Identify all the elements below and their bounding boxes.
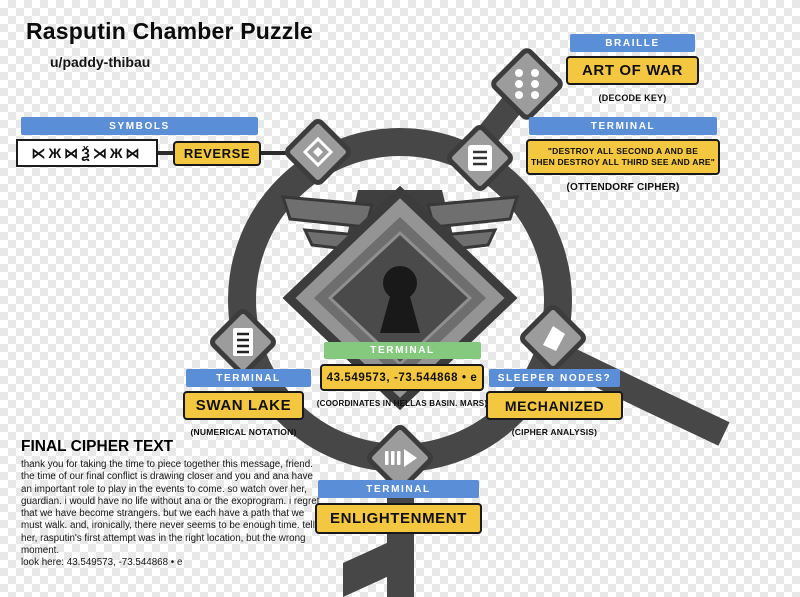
enlightenment-header-bar: TERMINAL <box>318 480 479 498</box>
rune-icon <box>302 136 334 168</box>
ottendorf-line2: THEN DESTROY ALL THIRD SEE AND ARE" <box>530 157 716 167</box>
symbols-header-bar: SYMBOLS <box>21 117 258 135</box>
bottom-arm-foot <box>343 542 389 597</box>
ottendorf-value-box: "DESTROY ALL SECOND A AND BE THEN DESTRO… <box>526 139 720 175</box>
symbols-node <box>285 119 351 185</box>
final-cipher-text: thank you for taking the time to piece t… <box>21 459 326 570</box>
right-arm <box>534 334 730 446</box>
ottendorf-caption: (OTTENDORF CIPHER) <box>566 182 680 193</box>
swan-lake-node <box>210 309 276 375</box>
mechanized-node <box>520 305 586 371</box>
ottendorf-line1: "DESTROY ALL SECOND A AND BE <box>547 145 699 156</box>
braille-dots-icon <box>515 69 539 99</box>
page-subtitle: u/paddy-thibau <box>50 54 151 70</box>
final-cipher-heading: FINAL CIPHER TEXT <box>21 438 174 455</box>
terminal-card-icon <box>468 145 492 171</box>
ottendorf-node <box>447 125 513 191</box>
page-title: Rasputin Chamber Puzzle <box>26 18 314 44</box>
braille-value-box: ART OF WAR <box>566 56 699 85</box>
coordinates-caption: (COORDINATES IN HELLAS BASIN. MARS) <box>316 399 488 408</box>
swan-lake-value-box: SWAN LAKE <box>183 391 304 420</box>
playback-icon <box>385 449 417 467</box>
coordinates-value-box: 43.549573, -73.544868 • e <box>320 364 484 391</box>
mechanized-value-box: MECHANIZED <box>486 391 623 420</box>
notation-sheet-icon <box>233 328 253 356</box>
braille-caption: (DECODE KEY) <box>598 93 667 103</box>
coordinates-header-bar: TERMINAL <box>324 342 481 359</box>
keyhole-icon <box>380 266 420 333</box>
mechanized-header-bar: SLEEPER NODES? <box>489 369 620 387</box>
reverse-value-box: REVERSE <box>173 141 261 166</box>
shard-icon <box>543 326 565 351</box>
swan-lake-caption: (NUMERICAL NOTATION) <box>190 427 297 437</box>
mechanized-caption: (CIPHER ANALYSIS) <box>511 427 598 437</box>
swan-lake-header-bar: TERMINAL <box>186 369 311 387</box>
final-cipher-look-here: look here: 43.549573, -73.544868 • e <box>21 557 183 569</box>
final-cipher-body: thank you for taking the time to piece t… <box>21 459 320 557</box>
braille-node <box>491 48 563 120</box>
ottendorf-header-bar: TERMINAL <box>529 117 717 135</box>
symbols-glyph-box: ⋉Ж⋈Ѯ⋊Ж⋈ <box>16 139 158 167</box>
braille-header-bar: BRAILLE <box>570 34 695 52</box>
enlightenment-node <box>367 425 433 491</box>
enlightenment-value-box: ENLIGHTENMENT <box>315 503 482 534</box>
